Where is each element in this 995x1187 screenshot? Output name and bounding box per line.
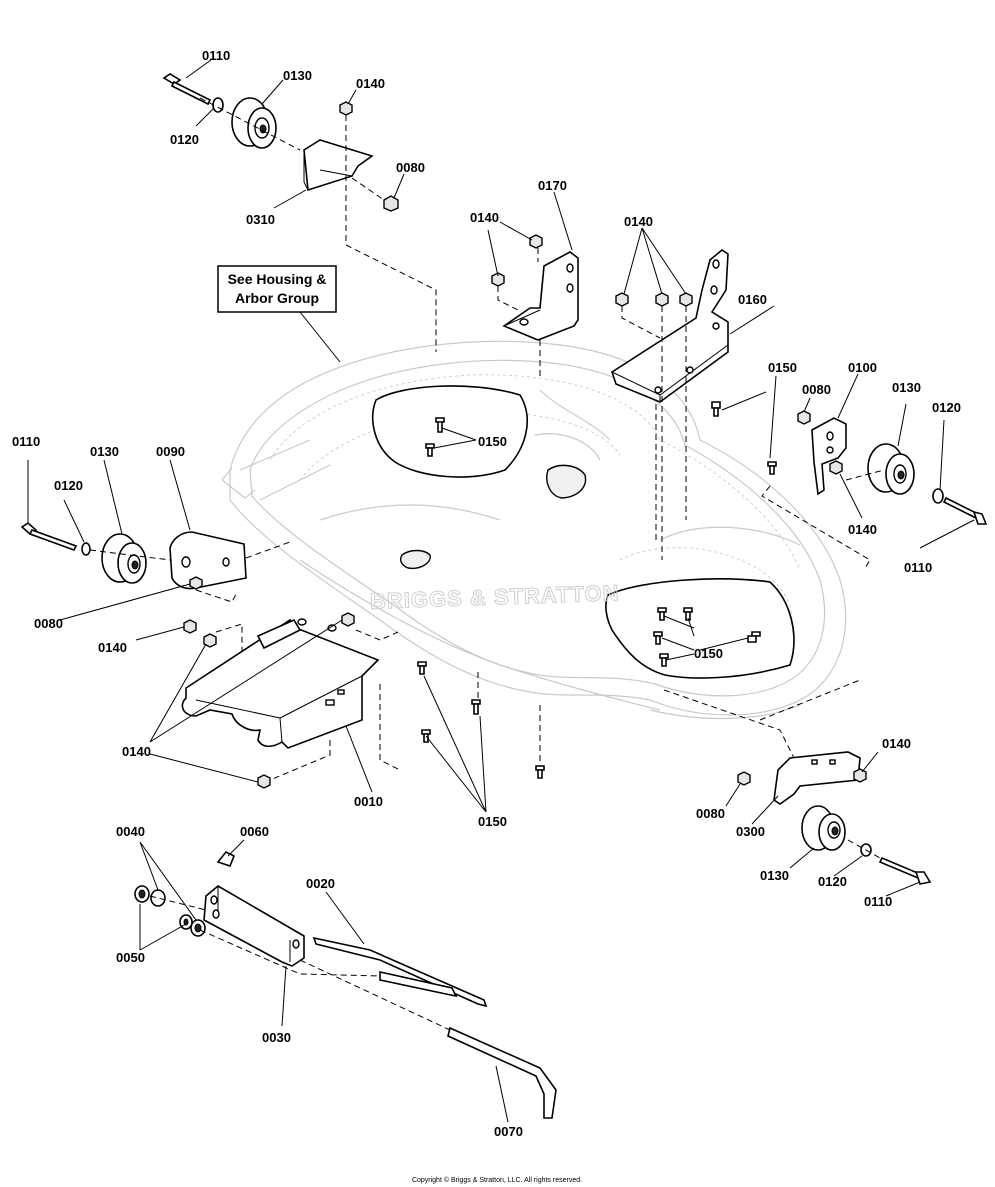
note-see-housing: See Housing & Arbor Group <box>217 265 341 363</box>
callout-label: 0300 <box>736 824 765 839</box>
wheel-0130-top <box>231 97 277 149</box>
nut-0140-170a <box>529 234 543 249</box>
washer-0120-right <box>932 488 944 504</box>
nut-0080-left <box>189 576 203 590</box>
callout-label: 0020 <box>306 876 335 891</box>
nut-0140-baffle <box>341 612 355 627</box>
nut-0140-top <box>339 101 353 116</box>
bracket-0300 <box>773 751 861 805</box>
bracket-0170 <box>491 234 579 380</box>
bolt-0150-160 <box>711 401 721 409</box>
callout-label: 0140 <box>122 744 151 759</box>
nut-0140-160b <box>655 292 669 307</box>
callout-label: 0110 <box>864 894 892 909</box>
washer-0120-top <box>212 97 224 113</box>
lower-right-caster-assembly <box>663 679 932 885</box>
leader-lines <box>27 59 975 1123</box>
callout-label: 0140 <box>848 522 877 537</box>
bracket-0160 <box>611 249 729 560</box>
rod-0020 <box>312 936 488 1008</box>
bolt-0110-left <box>20 521 78 551</box>
callout-label: 0120 <box>932 400 961 415</box>
callout-label: 0120 <box>818 874 847 889</box>
nut-0140-left2 <box>203 633 217 648</box>
callout-label: 0050 <box>116 950 145 965</box>
watermark-text: BRIGGS & STRATTON <box>370 580 620 614</box>
copyright-text: Copyright © Briggs & Stratton, LLC. All … <box>412 1176 582 1184</box>
nut-0140-baffle-low <box>257 774 271 789</box>
nut-0140-160a <box>615 292 629 307</box>
callout-label: 0150 <box>478 434 507 449</box>
bracket-0100 <box>811 417 847 496</box>
callout-label: 0140 <box>98 640 127 655</box>
callout-label: 0310 <box>246 212 275 227</box>
bracket-0030 <box>203 885 305 967</box>
washer-0120-left <box>81 542 91 556</box>
callout-label: 0130 <box>90 444 119 459</box>
callout-label: 0080 <box>34 616 63 631</box>
left-caster-assembly <box>20 521 291 668</box>
bolt-0110-right <box>942 496 988 525</box>
callout-label: 0140 <box>624 214 653 229</box>
callout-labels: 0110 0130 0120 0140 0080 0310 0170 0140 … <box>12 48 961 1139</box>
nut-0140-left <box>183 619 197 634</box>
callout-label: 0030 <box>262 1030 291 1045</box>
nut-0140-right <box>829 460 843 475</box>
deck-bolts-0150 <box>417 417 761 779</box>
callout-label: 0140 <box>470 210 499 225</box>
callout-label: 0150 <box>478 814 507 829</box>
callout-label: 0080 <box>802 382 831 397</box>
wheel-0130-right <box>867 443 915 495</box>
callout-label: 0040 <box>116 824 145 839</box>
callout-label: 0130 <box>892 380 921 395</box>
top-caster-assembly <box>162 73 437 352</box>
callout-label: 0150 <box>694 646 723 661</box>
bolt-0150-right <box>767 461 777 467</box>
callout-label: 0110 <box>202 48 230 63</box>
wheel-0130-left <box>101 533 147 584</box>
rod-0070 <box>447 1026 557 1119</box>
callout-label: 0150 <box>768 360 797 375</box>
bracket-0090 <box>169 531 247 590</box>
note-line-2: Arbor Group <box>235 290 319 306</box>
callout-label: 0140 <box>356 76 385 91</box>
bolt-0110-lower <box>878 856 932 885</box>
baffle-0010 <box>181 612 401 789</box>
wheel-0130-lower <box>801 805 846 851</box>
clip-0060 <box>216 850 236 867</box>
nut-0140-160c <box>679 292 693 307</box>
nut-0140-170b <box>491 272 505 287</box>
nut-0080-top <box>383 195 399 212</box>
callout-label: 0090 <box>156 444 185 459</box>
callout-label: 0110 <box>12 434 40 449</box>
bushing-0040 <box>134 885 206 937</box>
callout-label: 0080 <box>696 806 725 821</box>
right-caster-assembly <box>761 410 988 571</box>
callout-label: 0140 <box>882 736 911 751</box>
callout-label: 0130 <box>283 68 312 83</box>
note-line-1: See Housing & <box>228 271 327 287</box>
callout-label: 0160 <box>738 292 767 307</box>
callout-label: 0080 <box>396 160 425 175</box>
nut-0080-lower <box>737 771 751 786</box>
callout-label: 0110 <box>904 560 932 575</box>
deck-housing-ghost <box>221 340 847 720</box>
callout-label: 0130 <box>760 868 789 883</box>
height-adjust-linkage <box>134 850 557 1119</box>
nut-0140-lower <box>853 768 867 783</box>
callout-label: 0120 <box>54 478 83 493</box>
callout-label: 0060 <box>240 824 269 839</box>
callout-label: 0070 <box>494 1124 523 1139</box>
callout-label: 0170 <box>538 178 567 193</box>
nut-0080-right <box>797 410 811 425</box>
callout-label: 0120 <box>170 132 199 147</box>
callout-label: 0100 <box>848 360 877 375</box>
bracket-0310 <box>303 139 374 192</box>
callout-label: 0010 <box>354 794 383 809</box>
